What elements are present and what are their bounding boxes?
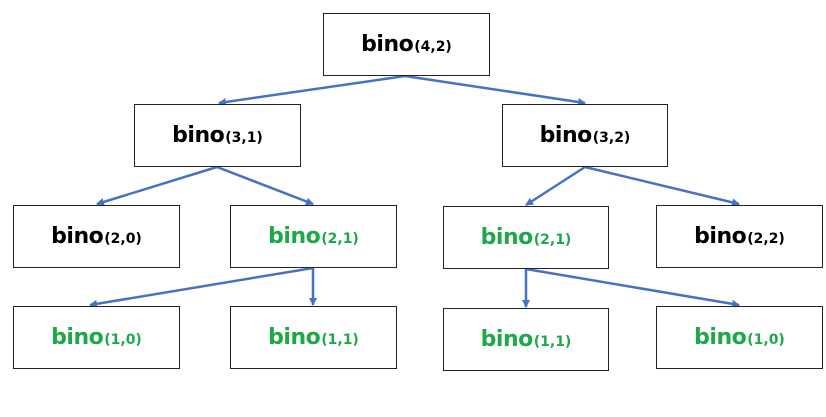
edge-n31-to-n21a [216, 165, 314, 206]
node-bino-1-0-right: bino(1,0) [656, 306, 823, 369]
edge-n42-to-n31 [218, 74, 406, 106]
node-bino-2-1-right: bino(2,1) [443, 206, 609, 269]
node-arguments: (4,2) [414, 38, 452, 55]
node-arguments: (1,1) [321, 331, 359, 348]
edge-n42-to-n32 [404, 74, 586, 106]
node-function-name: bino [480, 225, 534, 250]
node-function-name: bino [361, 32, 414, 57]
node-arguments: (1,0) [747, 331, 785, 348]
node-arguments: (3,1) [225, 129, 263, 146]
node-arguments: (1,1) [533, 333, 572, 350]
edge-n31-to-n20 [96, 165, 218, 206]
node-bino-1-1-left: bino(1,1) [230, 306, 397, 369]
node-arguments: (3,2) [592, 129, 631, 146]
node-arguments: (2,0) [104, 230, 142, 247]
node-function-name: bino [694, 224, 747, 249]
node-bino-2-1-left: bino(2,1) [230, 205, 397, 268]
node-function-name: bino [268, 224, 321, 249]
node-bino-3-1: bino(3,1) [134, 104, 301, 167]
node-bino-4-2: bino(4,2) [323, 13, 490, 76]
node-bino-3-2: bino(3,2) [502, 104, 668, 167]
node-function-name: bino [51, 325, 104, 350]
edge-n32-to-n21b [525, 165, 586, 207]
node-function-name: bino [268, 325, 321, 350]
edge-n32-to-n22 [584, 165, 740, 207]
node-bino-2-0: bino(2,0) [13, 205, 180, 268]
node-function-name: bino [51, 224, 104, 249]
node-function-name: bino [694, 325, 747, 350]
node-bino-1-1-right: bino(1,1) [443, 308, 609, 371]
node-arguments: (1,0) [104, 331, 142, 348]
node-arguments: (2,2) [747, 230, 785, 247]
node-function-name: bino [539, 123, 593, 148]
node-arguments: (2,1) [321, 230, 359, 247]
node-function-name: bino [172, 123, 225, 148]
node-bino-1-0-left: bino(1,0) [13, 306, 180, 369]
edge-n21b-to-n10b [525, 267, 740, 308]
node-bino-2-2: bino(2,2) [656, 205, 823, 268]
node-function-name: bino [480, 327, 534, 352]
node-arguments: (2,1) [533, 231, 572, 248]
edge-n21a-to-n10a [89, 266, 314, 308]
